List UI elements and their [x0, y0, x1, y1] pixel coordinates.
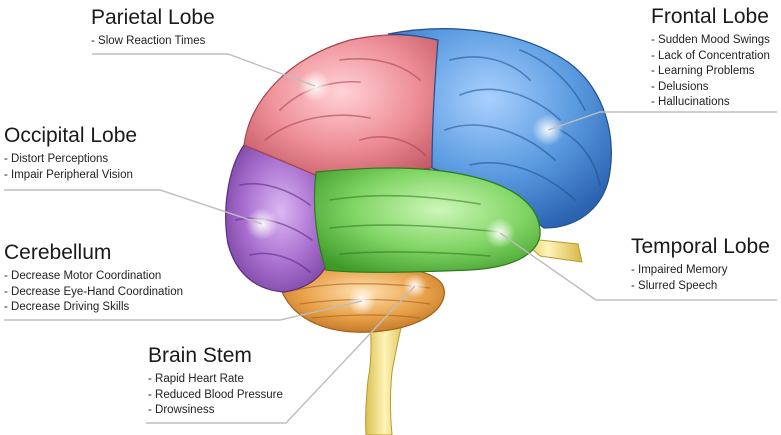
occipital-lobe-title: Occipital Lobe — [4, 124, 138, 147]
list-item: Decrease Motor Coordination — [4, 269, 183, 285]
list-item: Learning Problems — [651, 64, 770, 80]
list-item: Rapid Heart Rate — [148, 372, 283, 388]
list-item: Lack of Concentration — [651, 49, 770, 65]
list-item: Decrease Eye-Hand Coordination — [4, 285, 183, 301]
frontal-lobe-effects: Sudden Mood Swings Lack of Concentration… — [651, 33, 770, 111]
leader-line-frontal — [547, 111, 777, 131]
leader-line-brainstem — [146, 285, 416, 424]
cerebellum-label: Cerebellum Decrease Motor Coordination D… — [4, 240, 183, 316]
list-item: Delusions — [651, 80, 770, 96]
list-item: Sudden Mood Swings — [651, 33, 770, 49]
frontal-lobe-title: Frontal Lobe — [651, 5, 769, 28]
leader-line-temporal — [499, 232, 777, 301]
list-item: Drowsiness — [148, 403, 283, 419]
parietal-lobe-shape — [243, 34, 439, 179]
list-item: Slurred Speech — [631, 279, 770, 295]
list-item: Reduced Blood Pressure — [148, 388, 283, 404]
temporal-lobe-title: Temporal Lobe — [631, 235, 770, 258]
temporal-lobe-label: Temporal Lobe Impaired Memory Slurred Sp… — [631, 234, 770, 294]
cerebellum-title: Cerebellum — [4, 241, 112, 264]
occipital-lobe-effects: Distort Perceptions Impair Peripheral Vi… — [4, 152, 137, 183]
list-item: Decrease Driving Skills — [4, 300, 183, 316]
list-item: Hallucinations — [651, 95, 770, 111]
brain-stem-label: Brain Stem Rapid Heart Rate Reduced Bloo… — [148, 343, 283, 419]
leader-lines — [4, 53, 777, 424]
leader-line-parietal — [92, 53, 316, 87]
parietal-lobe-effects: Slow Reaction Times — [91, 34, 215, 50]
temporal-lobe-effects: Impaired Memory Slurred Speech — [631, 263, 770, 294]
temporal-lobe-shape — [313, 167, 541, 273]
leader-line-occipital — [4, 189, 263, 225]
frontal-lobe-label: Frontal Lobe Sudden Mood Swings Lack of … — [651, 4, 770, 111]
leader-line-cerebellum — [4, 300, 363, 321]
list-item: Slow Reaction Times — [91, 34, 215, 50]
brain-stem-effects: Rapid Heart Rate Reduced Blood Pressure … — [148, 372, 283, 419]
cerebellum-effects: Decrease Motor Coordination Decrease Eye… — [4, 269, 183, 316]
list-item: Distort Perceptions — [4, 152, 137, 168]
parietal-lobe-label: Parietal Lobe Slow Reaction Times — [91, 5, 215, 50]
brain-stem-shape — [365, 299, 409, 435]
brain-stem-title: Brain Stem — [148, 344, 252, 367]
occipital-lobe-label: Occipital Lobe Distort Perceptions Impai… — [4, 123, 137, 183]
parietal-lobe-title: Parietal Lobe — [91, 6, 215, 29]
list-item: Impaired Memory — [631, 263, 770, 279]
list-item: Impair Peripheral Vision — [4, 168, 137, 184]
